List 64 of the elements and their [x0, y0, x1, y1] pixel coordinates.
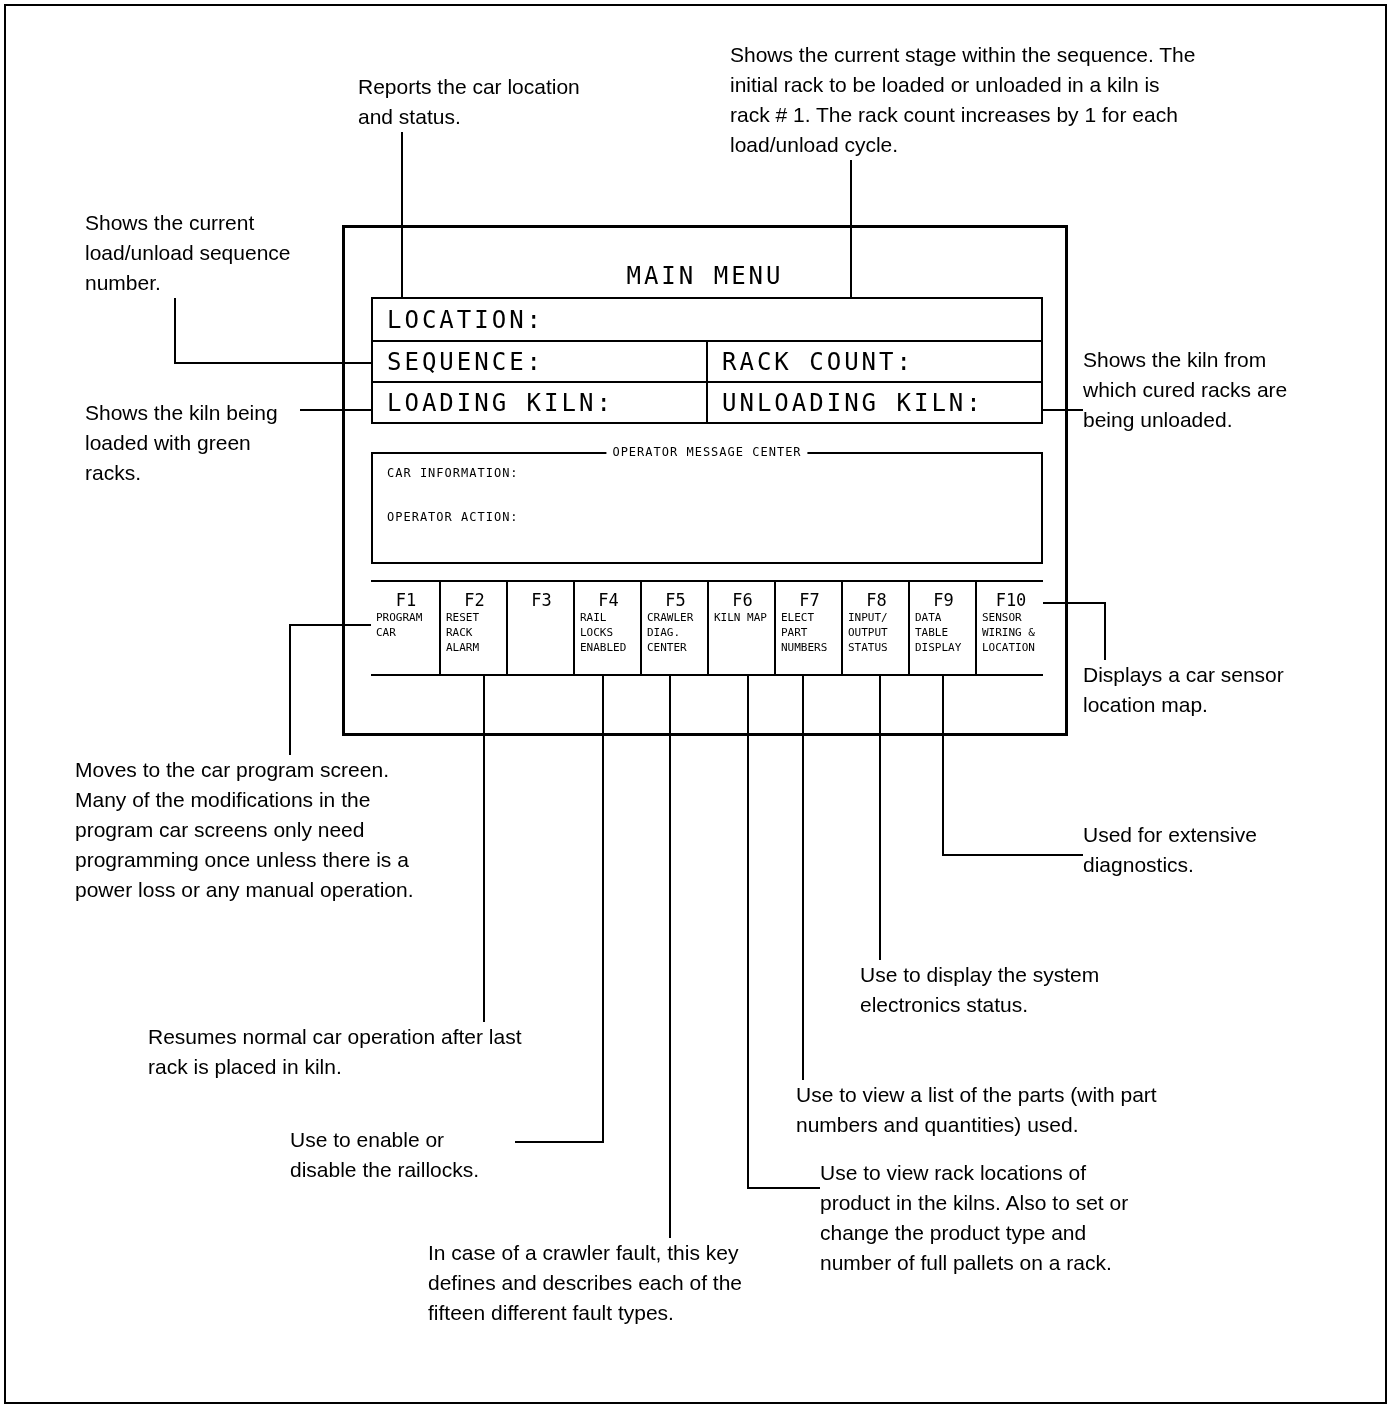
callout-text: Resumes normal car operation after last rack is placed in kiln.	[148, 1022, 538, 1082]
key-label: F9	[932, 590, 955, 610]
key-label: F3	[530, 590, 553, 610]
function-key	[709, 580, 776, 676]
callout-text: Use to enable or disable the raillocks.	[290, 1125, 515, 1185]
key-caption: CRAWLER DIAG. CENTER	[647, 610, 695, 655]
leader-line	[747, 675, 821, 1189]
key-label: F6	[731, 590, 754, 610]
key-caption: DATA TABLE DISPLAY	[915, 610, 963, 655]
leader-line	[289, 624, 372, 756]
leader-line	[401, 131, 403, 298]
screen-panel	[342, 225, 1068, 736]
function-key	[441, 580, 508, 676]
callout-text: Use to display the system electronics status.	[860, 960, 1180, 1020]
callout-text: Shows the kiln from which cured racks are being unloaded.	[1083, 345, 1308, 435]
screen-title: MAIN MENU	[625, 262, 785, 290]
panel-title: OPERATOR MESSAGE CENTER	[606, 445, 808, 459]
callout-text: In case of a crawler fault, this key defines and describes each of the fifteen different fault types.	[428, 1238, 748, 1328]
field-label: OPERATOR ACTION:	[387, 510, 519, 524]
key-label: F5	[664, 590, 687, 610]
key-label: F8	[865, 590, 888, 610]
function-key	[508, 580, 575, 676]
key-label: F1	[394, 590, 418, 610]
function-key	[910, 580, 977, 676]
callout-text: Moves to the car program screen. Many of the modifications in the program car screens only need programming once unless there is a power loss or any manual operation.	[75, 755, 425, 905]
leader-line	[174, 297, 372, 364]
leader-line	[299, 409, 372, 411]
key-caption: INPUT/ OUTPUT STATUS	[848, 610, 889, 655]
key-label: F7	[798, 590, 821, 610]
key-caption: SENSOR WIRING & LOCATION	[982, 610, 1036, 655]
function-key	[371, 580, 441, 676]
callout-text: Use to view a list of the parts (with part numbers and quantities) used.	[796, 1080, 1226, 1140]
field-row: UNLOADING KILN:	[706, 381, 1043, 424]
key-caption: ELECT PART NUMBERS	[781, 610, 829, 655]
callout-text: Shows the kiln being loaded with green racks.	[85, 398, 300, 488]
callout-text: Displays a car sensor location map.	[1083, 660, 1323, 720]
leader-line	[802, 675, 804, 1081]
leader-line	[879, 675, 881, 961]
function-key	[575, 580, 642, 676]
field-row: LOCATION:	[371, 297, 1043, 342]
field-label: CAR INFORMATION:	[387, 466, 519, 480]
function-key	[843, 580, 910, 676]
key-caption: RESET RACK ALARM	[446, 610, 481, 655]
function-key	[776, 580, 843, 676]
function-key	[642, 580, 709, 676]
key-label: F2	[463, 590, 486, 610]
callout-text: Used for extensive diagnostics.	[1083, 820, 1318, 880]
leader-line	[514, 675, 604, 1143]
leader-line	[669, 675, 671, 1239]
function-key	[977, 580, 1043, 676]
callout-text: Shows the current load/unload sequence number.	[85, 208, 315, 298]
key-label: F10	[994, 590, 1028, 610]
field-row: LOADING KILN:	[371, 381, 708, 424]
key-label: F4	[597, 590, 620, 610]
leader-line	[483, 675, 485, 1023]
key-caption: RAIL LOCKS ENABLED	[580, 610, 628, 655]
leader-line	[1042, 409, 1084, 411]
callout-text: Shows the current stage within the sequence. The initial rack to be loaded or unloaded in a kiln is rack # 1. The rack count increases by 1 for each load/unload cycle.	[730, 40, 1205, 160]
callout-text: Use to view rack locations of product in the kilns. Also to set or change the product type and number of full pallets on a rack.	[820, 1158, 1140, 1278]
key-caption: PROGRAM CAR	[376, 610, 424, 640]
key-caption: KILN MAP	[714, 610, 768, 625]
callout-text: Reports the car location and status.	[358, 72, 583, 132]
leader-line	[942, 675, 1084, 856]
leader-line	[1042, 602, 1106, 661]
